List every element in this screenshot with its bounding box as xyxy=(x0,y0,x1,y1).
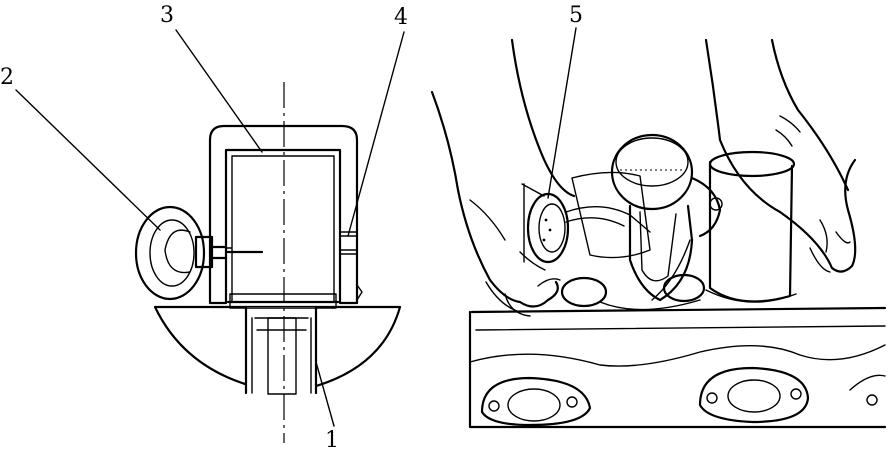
dial-gauge-top xyxy=(610,133,723,302)
leader-line-5 xyxy=(547,27,577,199)
valve-tower xyxy=(560,150,797,311)
left-hand xyxy=(430,38,576,317)
base-block xyxy=(153,305,402,395)
callout-5: 5 xyxy=(569,3,583,28)
callout-2: 2 xyxy=(0,65,14,90)
section-view: 2 3 4 1 xyxy=(0,3,408,451)
callout-4: 4 xyxy=(394,5,408,30)
callout-1: 1 xyxy=(325,428,339,451)
engine-block xyxy=(468,306,887,429)
leader-lines-left xyxy=(15,29,405,427)
callout-3: 3 xyxy=(160,3,174,28)
hands-illustration: 5 xyxy=(430,3,887,429)
cap-housing xyxy=(208,124,363,309)
right-hand xyxy=(704,38,857,273)
dial-gauge-left xyxy=(134,205,264,301)
